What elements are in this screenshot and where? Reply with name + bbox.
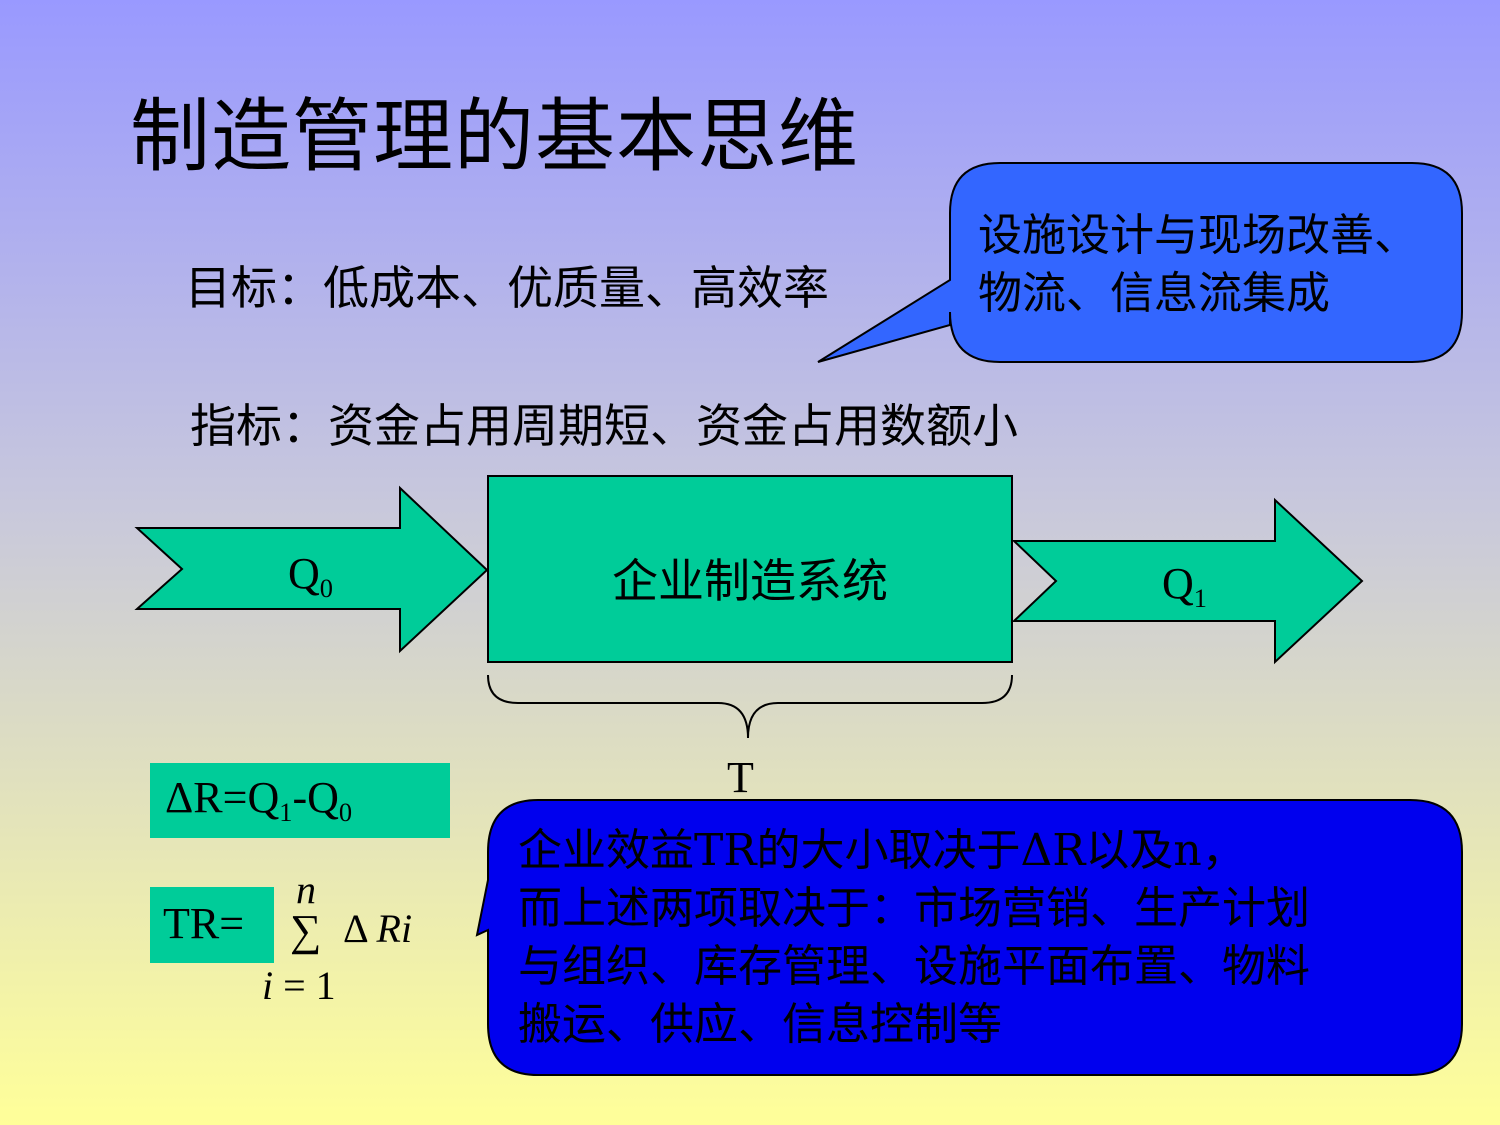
- callout-bottom-line: 企业效益TR的大小取决于ΔR以及n，: [518, 825, 1246, 876]
- duration-label: T: [727, 753, 754, 802]
- callout-top-line: 物流、信息流集成: [978, 268, 1330, 319]
- output-arrow: [1011, 497, 1364, 665]
- input-arrow: [134, 485, 489, 654]
- manufacturing-system-box: [487, 475, 1013, 663]
- delta-formula-box: [150, 763, 450, 838]
- duration-brace: [487, 674, 1013, 739]
- input-label: Q0: [288, 549, 333, 604]
- sum-upper-limit: n: [296, 867, 316, 912]
- callout-bottom-line: 搬运、供应、信息控制等: [518, 999, 1002, 1050]
- sum-body: Δ Ri: [343, 906, 413, 951]
- callout-top-text: 设施设计与现场改善、 物流、信息流集成: [978, 207, 1418, 323]
- sum-sigma: ∑: [290, 906, 322, 955]
- callout-bottom-line: 与组织、库存管理、设施平面布置、物料: [518, 941, 1310, 992]
- output-label: Q1: [1162, 559, 1207, 614]
- callout-top-bubble: [817, 162, 1463, 363]
- page-title: 制造管理的基本思维: [130, 90, 859, 183]
- system-label: 企业制造系统: [612, 554, 888, 608]
- tr-formula-lhs: TR=: [163, 899, 245, 948]
- callout-bottom-bubble: [475, 799, 1463, 1076]
- callout-top-line: 设施设计与现场改善、: [978, 210, 1418, 261]
- tr-formula-box: [150, 887, 274, 963]
- delta-formula: ΔR=Q1-Q0: [165, 773, 353, 828]
- metric-statement: 指标：资金占用周期短、资金占用数额小: [190, 399, 1018, 453]
- callout-bottom-text: 企业效益TR的大小取决于ΔR以及n， 而上述两项取决于：市场营销、生产计划 与组…: [518, 822, 1310, 1054]
- callout-bottom-line: 而上述两项取决于：市场营销、生产计划: [518, 883, 1310, 934]
- goal-statement: 目标：低成本、优质量、高效率: [185, 261, 829, 315]
- sum-lower-limit: i = 1: [262, 963, 336, 1008]
